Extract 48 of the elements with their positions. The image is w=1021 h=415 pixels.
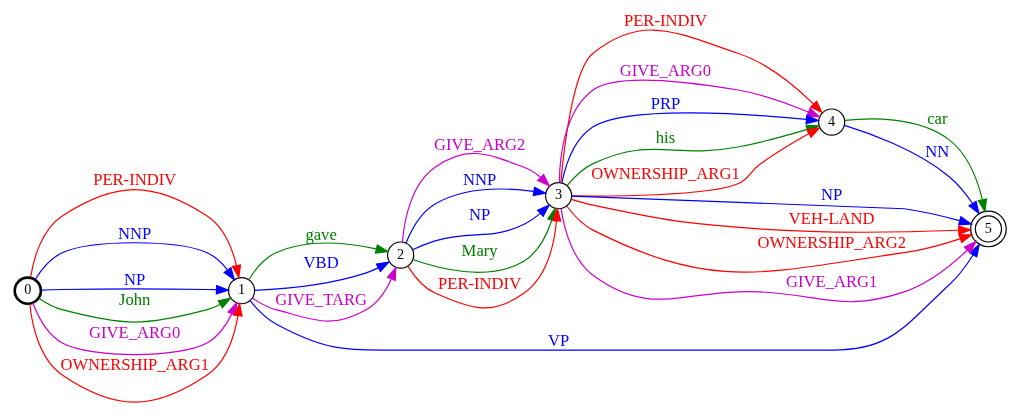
edge-label: NP [469,204,491,224]
arrow [560,208,978,303]
arrow [405,186,548,244]
arrow [412,203,551,251]
edge-label: OWNERSHIP_ARG1 [60,355,209,375]
edge-label: GIVE_ARG2 [433,134,526,154]
edge-label: NN [925,141,950,161]
arrow [40,284,231,295]
arrow [570,198,973,236]
edge-label: GIVE_ARG1 [786,272,878,292]
node-circle: 2 [387,241,415,269]
node-circle: 0 [13,276,43,306]
edge-label: his [655,127,676,147]
arrow [401,152,551,243]
edge-label: NNP [118,223,152,243]
edge-label: PRP [650,94,681,114]
node-circle: 3 [544,182,573,210]
edge-label: NNP [463,170,497,190]
edge-label: VEH-LAND [788,209,875,229]
arrow [571,195,973,226]
edge-label: NP [821,184,843,204]
arrow [29,188,242,280]
arrow [571,127,822,197]
edge-label: John [118,290,151,310]
edge-label: PER-INDIV [623,11,707,31]
arrow [38,297,233,323]
edge-label: gave [305,224,337,244]
edge-label: PER-INDIV [438,273,522,293]
edge-label: Mary [461,241,498,261]
arrow [248,242,390,281]
edge-label: GIVE_ARG0 [619,61,712,80]
edge-label: NP [124,269,146,289]
edge-label: VBD [303,253,339,273]
node-circle: 4 [818,108,846,136]
edge-label: VP [547,330,570,350]
edge-label: OWNERSHIP_ARG2 [757,233,906,253]
edge-label: car [927,108,948,128]
node-circle: 1 [227,277,256,305]
arrow [249,243,981,351]
arrow [34,242,236,282]
arrow [252,266,397,322]
edge-label: OWNERSHIP_ARG1 [591,164,740,184]
node-circle: 5 [970,210,1007,248]
edge-label: PER-INDIV [93,170,177,190]
arrow [566,205,974,273]
arrow [254,261,391,291]
edge-label: GIVE_TARG [275,290,368,310]
edge-label: GIVE_ARG0 [89,323,181,343]
